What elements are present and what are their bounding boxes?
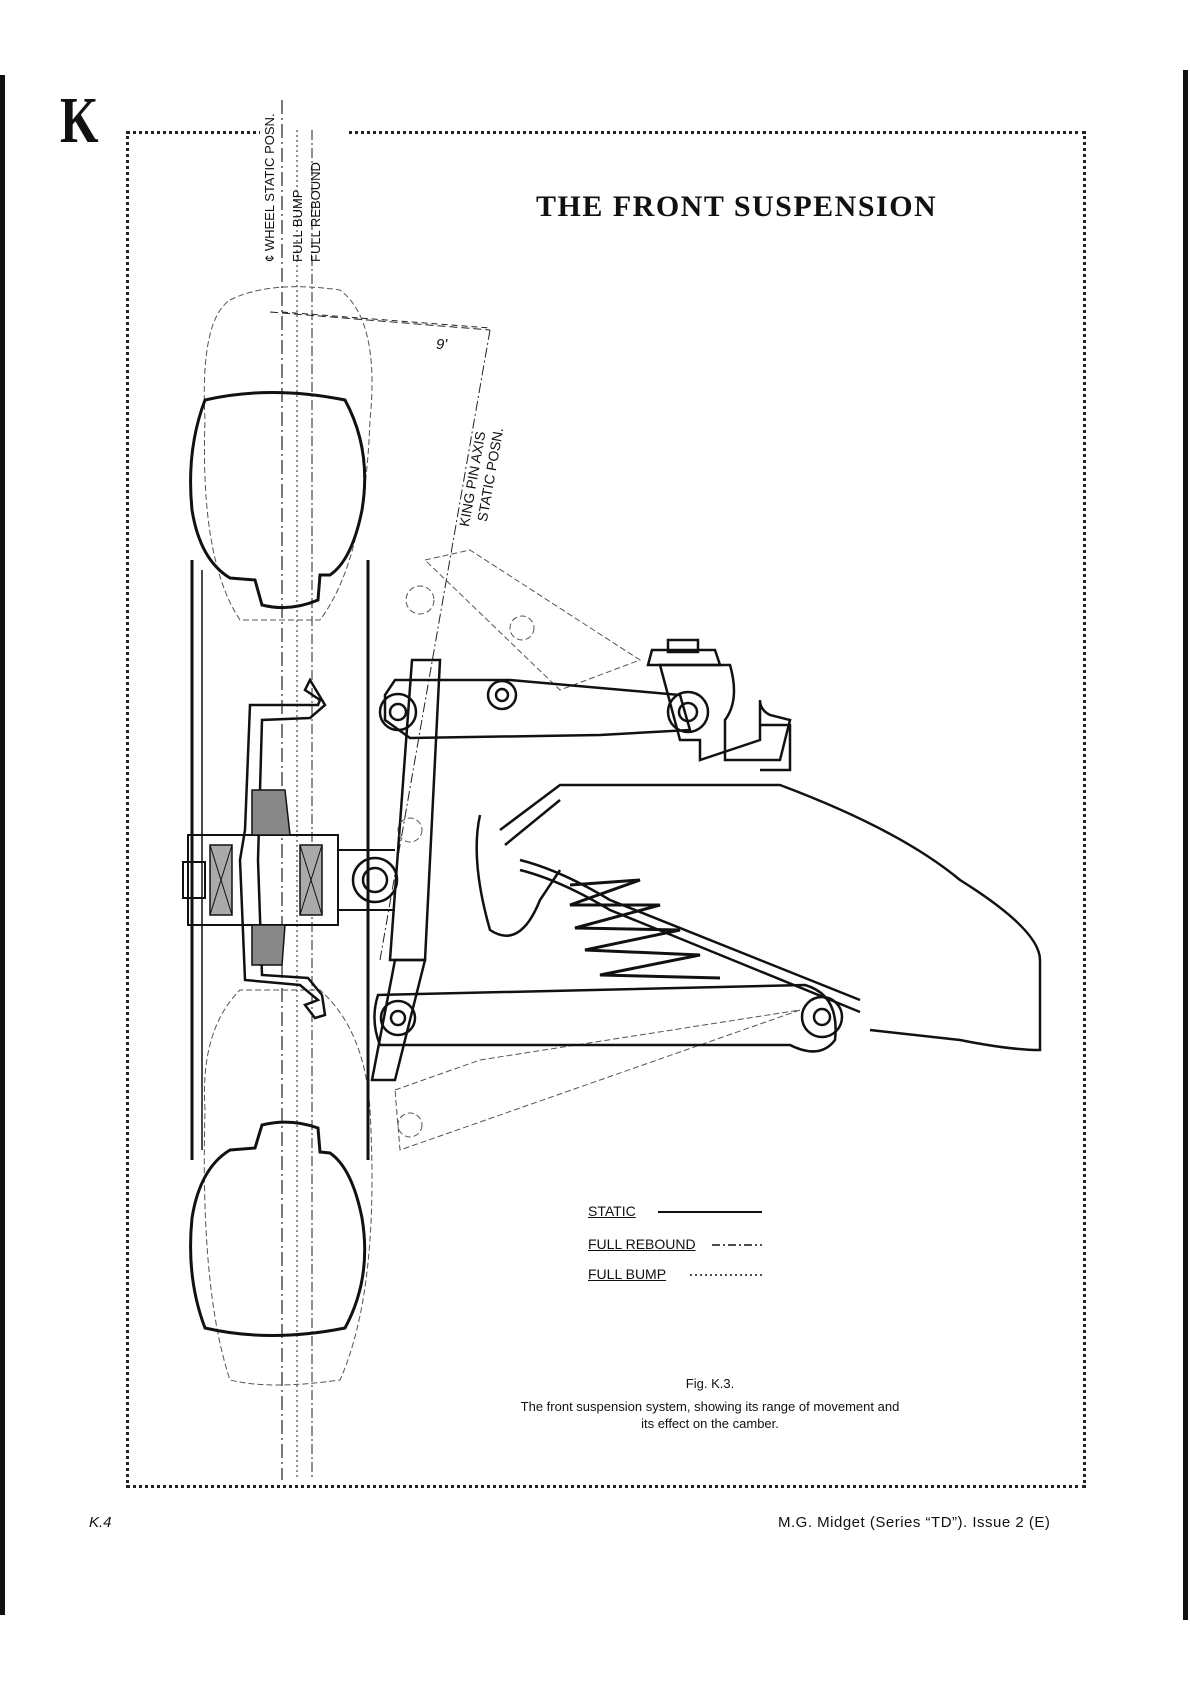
label-wheel-static: ¢ WHEEL STATIC POSN. (262, 113, 277, 262)
upper-arm (380, 680, 708, 738)
label-angle: 9' (436, 336, 447, 353)
legend-static: STATIC (588, 1203, 636, 1219)
manual-reference: M.G. Midget (Series “TD”). Issue 2 (E) (778, 1514, 1050, 1531)
centre-lines (270, 100, 490, 1480)
figure-number: Fig. K.3. (520, 1375, 900, 1392)
label-full-rebound: FULL REBOUND (308, 162, 323, 262)
page-number: K.4 (89, 1514, 112, 1531)
angle-marks (282, 312, 490, 328)
chassis-frame (477, 785, 1040, 1050)
king-pin (353, 660, 440, 1080)
ghost-linkage (395, 550, 800, 1150)
label-full-bump: FULL BUMP (290, 190, 305, 262)
lower-arm (374, 985, 842, 1051)
legend-full-rebound: FULL REBOUND (588, 1236, 696, 1252)
figure-description: The front suspension system, showing its… (520, 1398, 900, 1432)
coil-spring (570, 880, 720, 978)
figure-caption: Fig. K.3. The front suspension system, s… (520, 1375, 900, 1432)
legend-full-bump: FULL BUMP (588, 1266, 666, 1282)
wheel-hub (183, 680, 395, 1018)
